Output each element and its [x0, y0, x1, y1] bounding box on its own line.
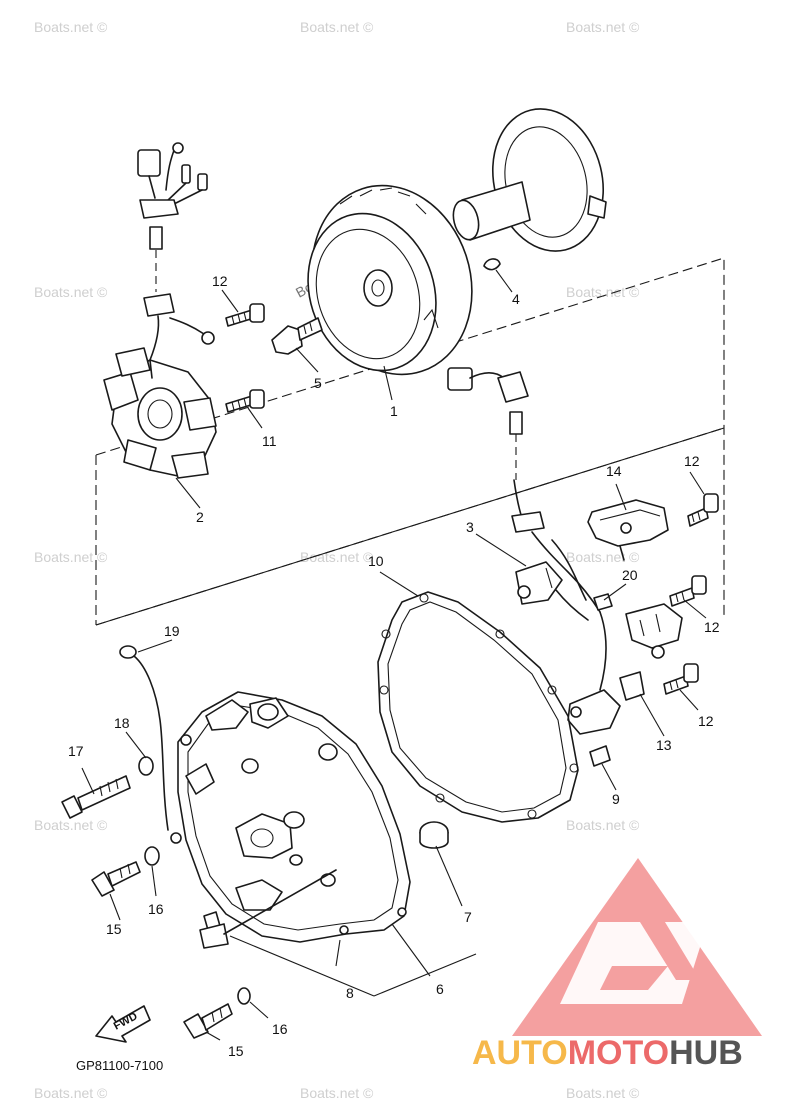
watermark-text: Boats.net ©	[566, 19, 640, 35]
callout-18: 18	[114, 715, 130, 731]
callout-12a: 12	[212, 273, 228, 289]
callout-14: 14	[606, 463, 622, 479]
starter-gear-assembly	[452, 108, 607, 252]
bolt-part-12-lower-right	[663, 663, 699, 695]
callout-19: 19	[164, 623, 180, 639]
callout-10: 10	[368, 553, 384, 569]
callout-15b: 15	[228, 1043, 244, 1059]
watermark-text: Boats.net ©	[34, 1085, 108, 1101]
callout-12d: 12	[698, 713, 714, 729]
callout-16a: 16	[148, 901, 164, 917]
bolt-part-12-left	[225, 303, 265, 327]
sensor-part-13	[567, 671, 645, 735]
logo-text-hub: HUB	[669, 1034, 743, 1072]
cover-gasket-part-10	[377, 591, 579, 823]
watermark-text: Boats.net ©	[300, 1085, 374, 1101]
callout-1: 1	[390, 403, 398, 419]
callout-6: 6	[436, 981, 444, 997]
diagram-code: GP81100-7100	[76, 1058, 163, 1073]
callout-12b: 12	[684, 453, 700, 469]
callout-8: 8	[346, 985, 354, 1001]
callout-3: 3	[466, 519, 474, 535]
leader-lines	[81, 269, 707, 1041]
flywheel-rotor-part-1	[307, 184, 473, 376]
callout-4: 4	[512, 291, 520, 307]
callout-9: 9	[612, 791, 620, 807]
callout-16b: 16	[272, 1021, 288, 1037]
callout-7: 7	[464, 909, 472, 925]
woodruff-key-part-4	[483, 258, 501, 271]
watermark-text: Boats.net ©	[300, 19, 374, 35]
callout-20: 20	[622, 567, 638, 583]
washer-part-18	[138, 756, 154, 776]
bolt-part-12-mid-right	[669, 575, 707, 607]
bolt-part-11	[225, 389, 265, 413]
bolt-part-8	[199, 869, 337, 949]
crankcase-cover-part-6	[170, 691, 411, 943]
stator-wire-harness	[137, 142, 215, 361]
bolt-part-17	[61, 775, 131, 819]
callout-numbers: 1 2 3 4 5 6 7 8 9 10 11 12 12 12 12 13 1…	[68, 273, 720, 1059]
pickup-coil-harness	[447, 367, 607, 691]
washer-part-16-lower	[237, 987, 251, 1005]
bolt-part-15-lower	[183, 1003, 233, 1039]
washer-part-16-upper	[144, 846, 160, 866]
pickup-coil-part-3	[515, 561, 563, 605]
callout-17: 17	[68, 743, 84, 759]
bolt-part-15-upper	[91, 861, 141, 897]
watermark-text: Boats.net ©	[566, 284, 640, 300]
logo-text-moto: MOTO	[568, 1034, 669, 1072]
automotohub-logo: AUTOMOTOHUB	[472, 858, 762, 1072]
watermark-text: Boats.net ©	[566, 549, 640, 565]
watermark-text: Boats.net ©	[34, 19, 108, 35]
callout-2: 2	[196, 509, 204, 525]
stator-coil-part-2	[103, 347, 217, 479]
watermark-text: Boats.net ©	[300, 549, 374, 565]
logo-text-auto: AUTO	[472, 1034, 568, 1072]
flywheel-nut-part-5	[271, 317, 323, 355]
collar-part-7	[419, 821, 449, 849]
watermark-text: Boats.net ©	[566, 817, 640, 833]
callout-12c: 12	[704, 619, 720, 635]
logo-text: AUTOMOTOHUB	[472, 1034, 743, 1072]
callout-13: 13	[656, 737, 672, 753]
callout-11: 11	[262, 433, 277, 449]
lead-wire-part-19	[119, 645, 169, 831]
sensor-assembly-right	[625, 603, 683, 659]
watermark-text: Boats.net ©	[34, 284, 108, 300]
callout-5: 5	[314, 375, 322, 391]
dowel-pin-part-9	[589, 745, 611, 767]
watermark-text: Boats.net ©	[34, 549, 108, 565]
callout-15a: 15	[106, 921, 122, 937]
fwd-direction-arrow-icon: FWD	[95, 1005, 151, 1043]
bolt-part-12-upper-right	[687, 493, 719, 527]
watermark-text: Boats.net ©	[34, 817, 108, 833]
watermark-text: Boats.net ©	[566, 1085, 640, 1101]
bracket-part-14	[587, 499, 669, 561]
